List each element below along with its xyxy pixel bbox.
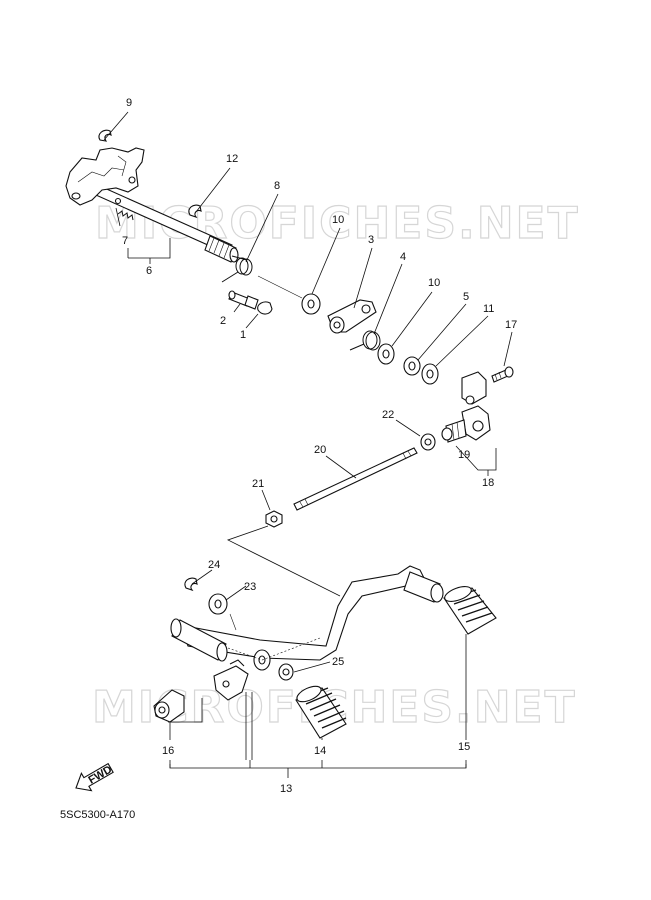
callout-18: 18 [482, 477, 494, 489]
callout-19: 19 [458, 449, 470, 461]
circlip-12 [188, 204, 202, 219]
callout-7: 7 [122, 235, 128, 247]
callout-10a: 10 [332, 214, 344, 226]
callout-4: 4 [400, 251, 406, 263]
shift-shaft [65, 147, 239, 263]
callout-13: 13 [280, 783, 292, 795]
spring-4 [349, 330, 381, 351]
fwd-arrow-icon: FWD [75, 762, 114, 792]
washer-1 [257, 301, 273, 315]
callout-21: 21 [252, 478, 264, 490]
leader-lines [103, 111, 513, 778]
callout-20: 20 [314, 444, 326, 456]
joint-18 [441, 371, 491, 443]
callout-25: 25 [332, 656, 344, 668]
callout-17: 17 [505, 319, 517, 331]
callout-23: 23 [244, 581, 256, 593]
spring-7 [117, 210, 134, 221]
diagram-code: 5SC5300-A170 [60, 809, 135, 821]
callout-6: 6 [146, 265, 152, 277]
callout-labels: 9 12 8 10 3 4 10 5 11 17 7 6 2 1 22 19 1… [122, 97, 517, 795]
circlip-24 [184, 577, 198, 592]
shift-pedal-13 [170, 565, 444, 671]
callout-16: 16 [162, 745, 174, 757]
callout-11: 11 [483, 303, 494, 315]
bush-16 [153, 689, 185, 723]
callout-10b: 10 [428, 277, 440, 289]
callout-1: 1 [240, 329, 246, 341]
callout-22: 22 [382, 409, 394, 421]
rubber-14 [295, 685, 347, 739]
callout-24: 24 [208, 559, 220, 571]
callout-15: 15 [458, 741, 470, 753]
callout-14: 14 [314, 745, 326, 757]
bolt-17 [491, 366, 514, 383]
callout-5: 5 [463, 291, 469, 303]
spring-8 [221, 255, 253, 283]
watermark-top: MICROFICHES.NET [95, 198, 580, 249]
fwd-label: FWD [86, 764, 114, 787]
nut-21 [265, 510, 283, 528]
nut-22 [420, 433, 436, 451]
rubber-15 [443, 586, 497, 635]
bolt-2 [228, 290, 259, 310]
callout-9: 9 [126, 97, 132, 109]
lever-3 [327, 299, 377, 334]
callout-8: 8 [274, 180, 280, 192]
callout-2: 2 [220, 315, 226, 327]
callout-12: 12 [226, 153, 238, 165]
callout-3: 3 [368, 234, 374, 246]
shift-rod-20 [293, 447, 418, 511]
pedal-bracket [213, 659, 249, 701]
